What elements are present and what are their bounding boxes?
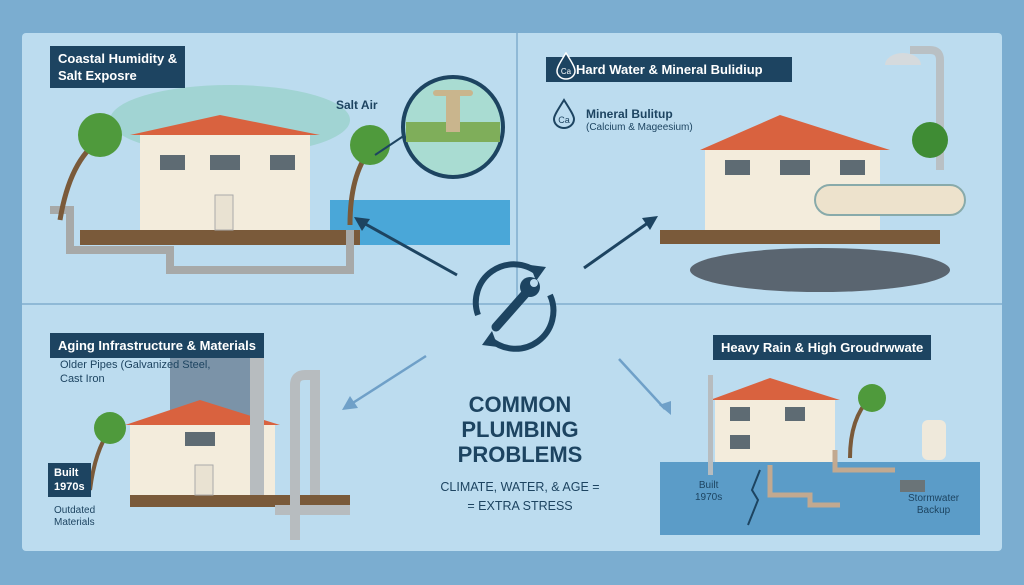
badge-line: Built	[54, 467, 79, 479]
arrow-icon	[354, 217, 458, 277]
stormwater-note: Stormwater Backup	[908, 493, 959, 517]
divider	[516, 33, 518, 303]
corroded-faucet-closeup	[401, 75, 505, 179]
title-line: COMMON	[468, 392, 572, 417]
arrow-icon	[342, 354, 427, 410]
note-line: Materials	[54, 517, 95, 528]
hard-water-house-illustration	[660, 46, 966, 292]
note-line: Stormwater	[908, 493, 960, 504]
rain-built-note: Built 1970s	[695, 480, 722, 504]
pipes-note: Older Pipes (Galvanized Steel, Cast Iron	[60, 358, 210, 386]
aging-house-illustration	[88, 340, 350, 540]
salt-air-label: Salt Air	[336, 98, 378, 112]
note-line: 1970s	[695, 492, 723, 503]
mineral-title: Mineral Bulitup	[586, 107, 673, 121]
subtitle-line: CLIMATE, WATER, & AGE =	[440, 480, 600, 494]
arrow-icon	[618, 358, 671, 415]
arrow-icon	[583, 216, 658, 270]
label-line: Salt Exposre	[58, 68, 137, 83]
note-line: Outdated	[54, 505, 96, 516]
title-line: PLUMBING	[461, 417, 579, 442]
title-line: PROBLEMS	[457, 442, 583, 467]
rain-label: Heavy Rain & High Groudrwwate	[713, 335, 932, 360]
mineral-detail: (Calcium & Mageesium)	[586, 122, 693, 133]
drop-badge-text: Ca	[558, 115, 570, 125]
outdated-note: Outdated Materials	[54, 505, 95, 529]
label-line: Coastal Humidity &	[58, 51, 178, 66]
drop-badge-text: Ca	[561, 67, 572, 76]
coastal-house-illustration	[50, 85, 510, 274]
note-line: Older Pipes (Galvanized Steel,	[60, 359, 211, 371]
note-line: Backup	[916, 505, 951, 516]
note-line: Cast Iron	[60, 373, 105, 385]
subtitle-line: = EXTRA STRESS	[467, 499, 573, 513]
subtitle: CLIMATE, WATER, & AGE = = EXTRA STRESS	[415, 478, 625, 516]
water-drop-icon: Ca	[556, 52, 576, 80]
note-line: Built	[698, 480, 719, 491]
flooded-house-illustration	[660, 375, 980, 535]
badge-line: 1970s	[54, 481, 85, 493]
water-drop-icon: Ca	[552, 98, 576, 129]
page-title: COMMON PLUMBING PROBLEMS	[430, 392, 610, 467]
wrench-cycle-icon	[472, 261, 557, 352]
aging-label: Aging Infrastructure & Materials	[50, 333, 264, 358]
coastal-label: Coastal Humidity & Salt Exposre	[50, 46, 186, 88]
built-badge: Built 1970s	[48, 463, 91, 497]
hard-water-label: Hard Water & Mineral Bulidiup	[546, 57, 792, 82]
